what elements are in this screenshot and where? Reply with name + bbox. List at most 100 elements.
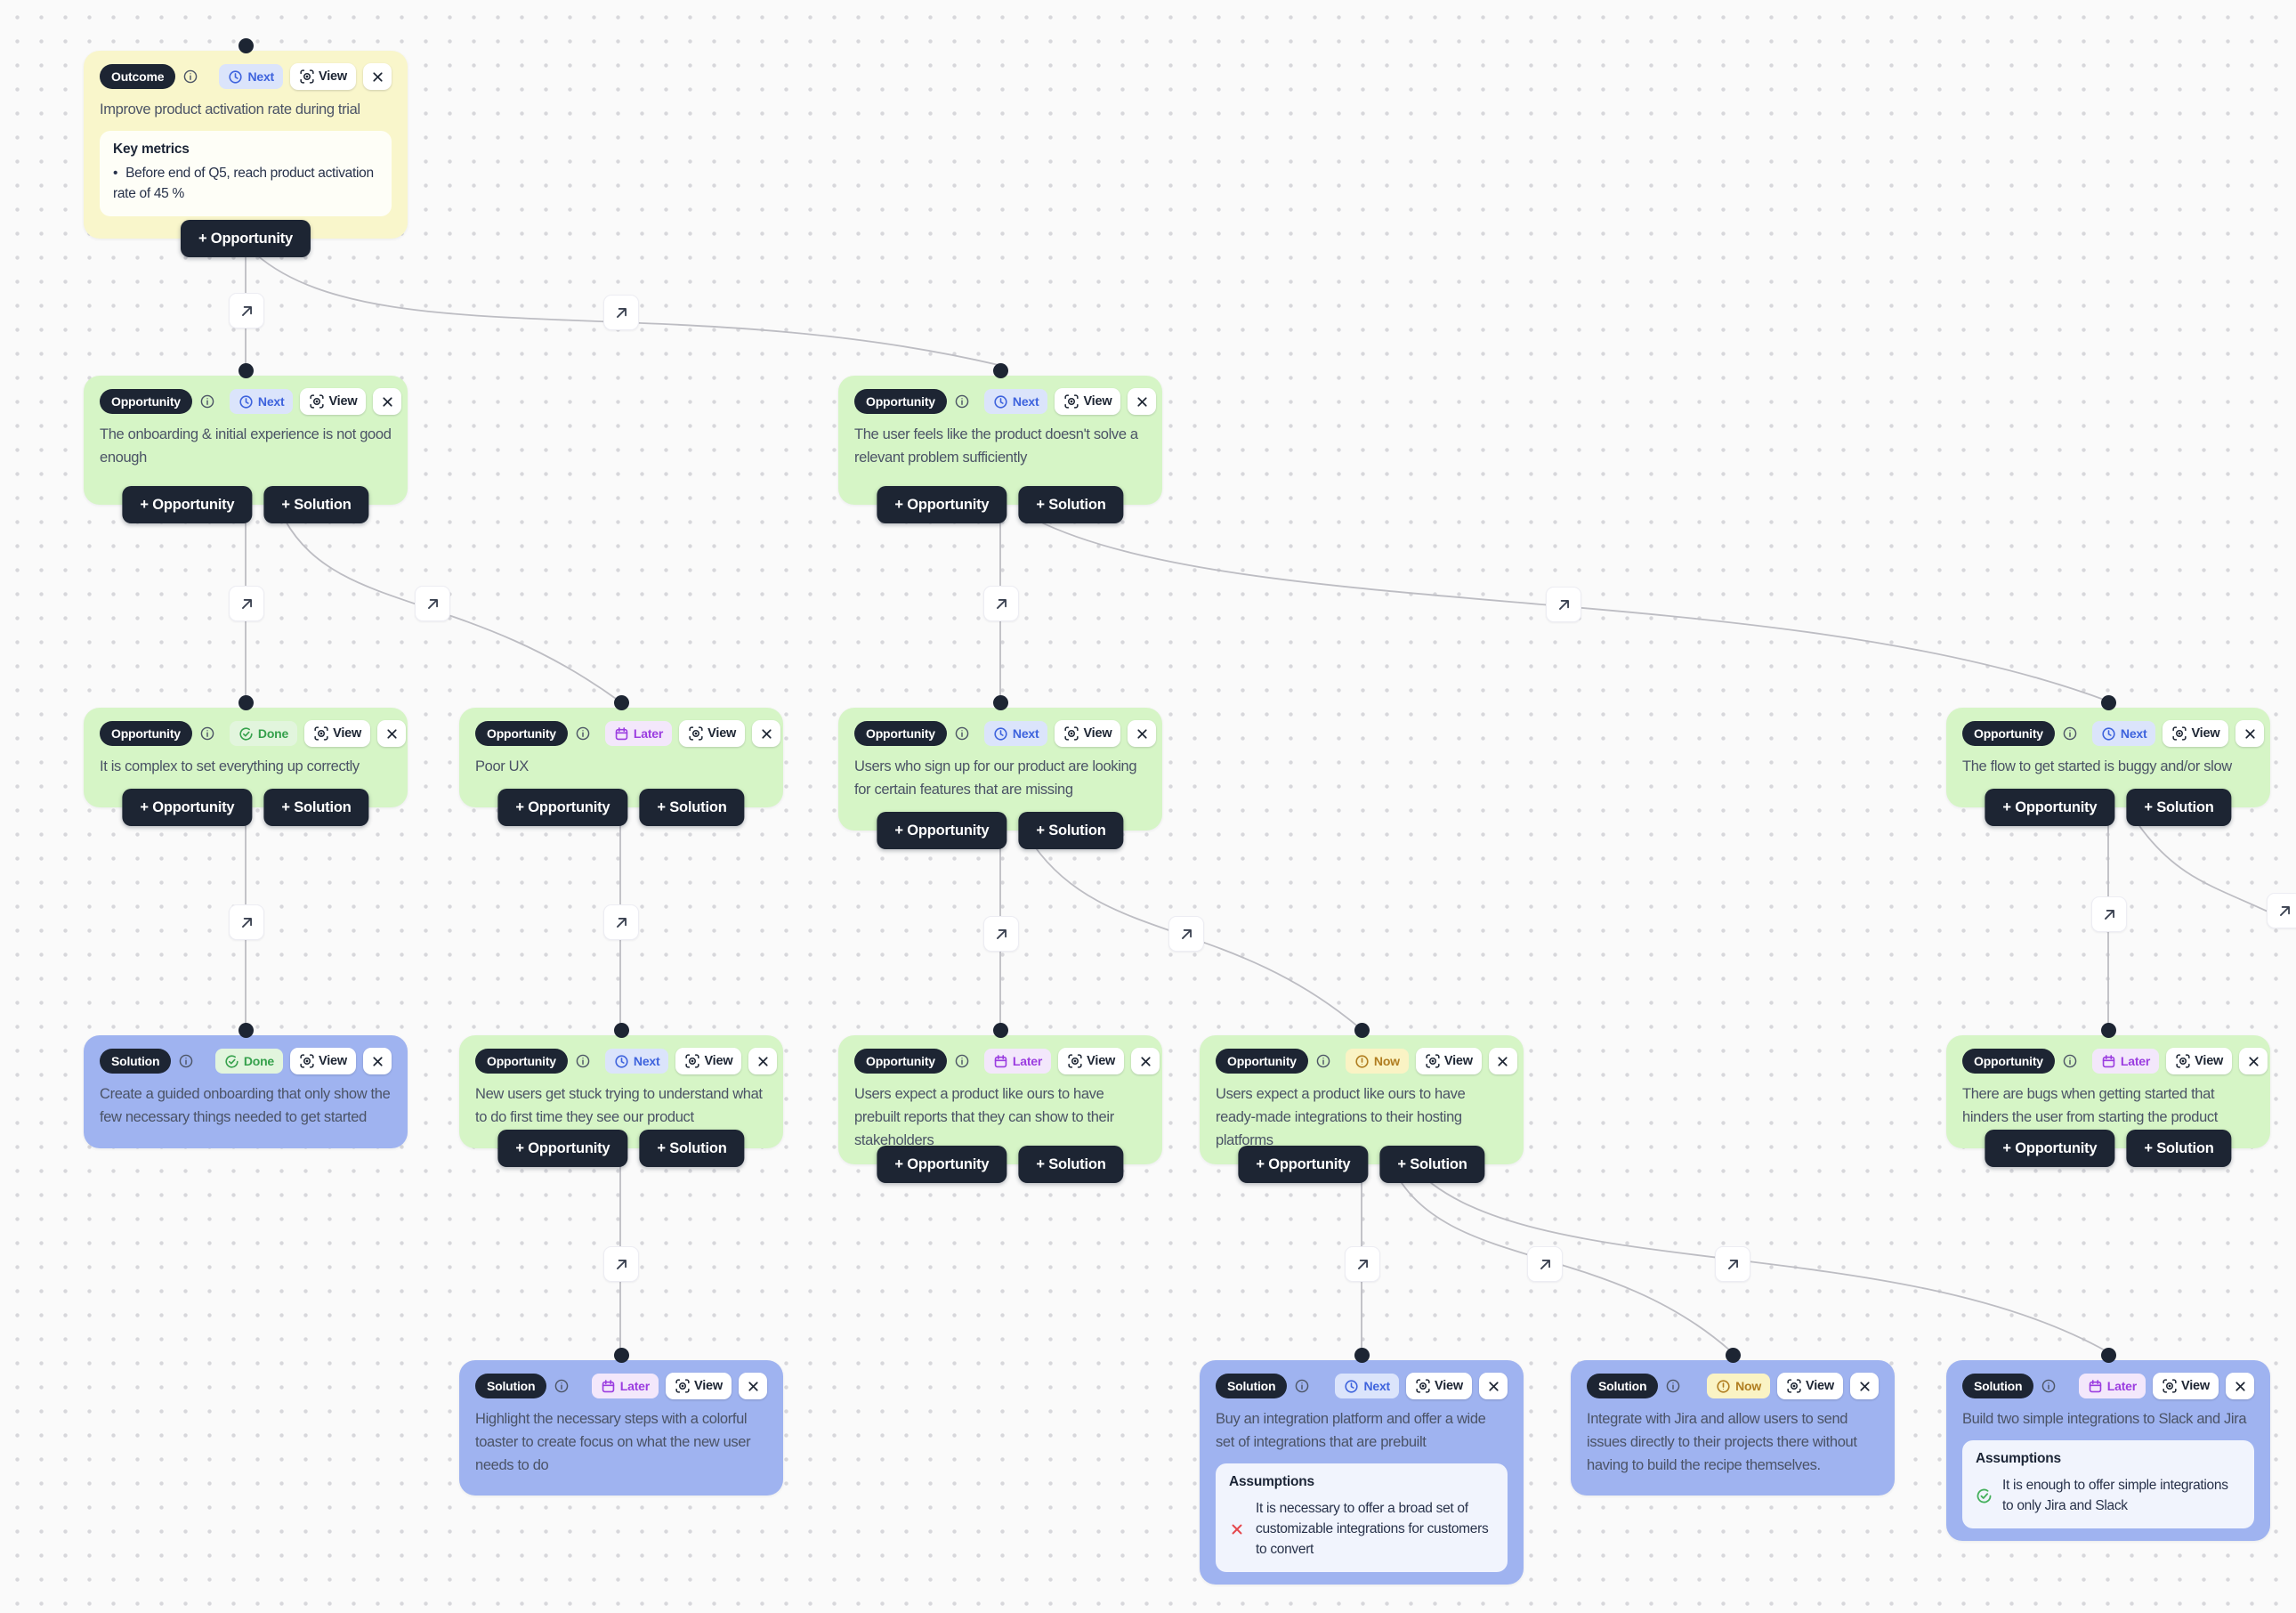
connector-arrow-button[interactable] — [1345, 1246, 1380, 1282]
add-solution-button[interactable]: + Solution — [2126, 789, 2232, 826]
add-solution-button[interactable]: + Solution — [2126, 1130, 2232, 1167]
status-badge-later[interactable]: Later — [2078, 1374, 2146, 1398]
status-badge-next[interactable]: Next — [983, 721, 1048, 746]
info-icon[interactable] — [554, 1378, 570, 1394]
info-icon[interactable] — [1315, 1053, 1331, 1069]
add-solution-button[interactable]: + Solution — [1018, 812, 1124, 849]
view-button[interactable]: View — [1055, 720, 1121, 747]
view-button[interactable]: View — [290, 63, 356, 90]
info-icon[interactable] — [178, 1053, 194, 1069]
connector-arrow-button[interactable] — [1715, 1246, 1750, 1282]
connector-arrow-button[interactable] — [2091, 896, 2127, 932]
status-badge-next[interactable]: Next — [2091, 721, 2156, 746]
add-opportunity-button[interactable]: + Opportunity — [122, 789, 253, 826]
add-opportunity-button[interactable]: + Opportunity — [1985, 1130, 2115, 1167]
info-icon[interactable] — [2062, 1053, 2078, 1069]
view-button[interactable]: View — [1777, 1373, 1843, 1399]
status-badge-later[interactable]: Later — [591, 1374, 659, 1398]
add-solution-button[interactable]: + Solution — [1379, 1146, 1485, 1183]
status-badge-later[interactable]: Later — [2091, 1049, 2160, 1074]
close-button[interactable] — [373, 388, 402, 415]
status-badge-next[interactable]: Next — [219, 64, 284, 89]
add-solution-button[interactable]: + Solution — [1018, 1146, 1124, 1183]
view-button[interactable]: View — [1058, 1048, 1125, 1074]
view-button[interactable]: View — [666, 1373, 732, 1399]
status-badge-done[interactable]: Done — [229, 721, 298, 746]
view-button[interactable]: View — [679, 720, 746, 747]
add-opportunity-button[interactable]: + Opportunity — [122, 486, 253, 523]
close-button[interactable] — [377, 720, 407, 747]
add-opportunity-button[interactable]: + Opportunity — [497, 789, 628, 826]
connector-arrow-button[interactable] — [603, 904, 639, 940]
add-solution-button[interactable]: + Solution — [1018, 486, 1124, 523]
info-icon[interactable] — [199, 725, 215, 742]
add-opportunity-button[interactable]: + Opportunity — [180, 220, 311, 257]
close-button[interactable] — [1131, 1048, 1160, 1074]
close-button[interactable] — [2235, 720, 2265, 747]
status-badge-now[interactable]: Now — [1707, 1374, 1771, 1398]
status-badge-later[interactable]: Later — [604, 721, 673, 746]
view-button[interactable]: View — [304, 720, 371, 747]
connector-arrow-button[interactable] — [983, 916, 1019, 952]
view-button[interactable]: View — [1055, 388, 1121, 415]
info-icon[interactable] — [954, 393, 970, 409]
close-button[interactable] — [739, 1373, 767, 1399]
info-icon[interactable] — [2062, 725, 2078, 742]
connector-arrow-button[interactable] — [603, 295, 639, 330]
status-badge-done[interactable]: Done — [214, 1049, 284, 1074]
add-opportunity-button[interactable]: + Opportunity — [1238, 1146, 1369, 1183]
info-icon[interactable] — [2041, 1378, 2057, 1394]
connector-arrow-button[interactable] — [229, 293, 264, 328]
connector-arrow-button[interactable] — [229, 586, 264, 621]
add-opportunity-button[interactable]: + Opportunity — [877, 812, 1007, 849]
view-button[interactable]: View — [290, 1048, 356, 1074]
connector-arrow-button[interactable] — [983, 586, 1019, 621]
status-badge-now[interactable]: Now — [1345, 1049, 1409, 1074]
add-solution-button[interactable]: + Solution — [639, 789, 745, 826]
info-icon[interactable] — [1294, 1378, 1310, 1394]
view-button[interactable]: View — [675, 1048, 742, 1074]
info-icon[interactable] — [199, 393, 215, 409]
add-solution-button[interactable]: + Solution — [263, 789, 369, 826]
connector-arrow-button[interactable] — [1527, 1246, 1563, 1282]
info-icon[interactable] — [954, 1053, 970, 1069]
add-opportunity-button[interactable]: + Opportunity — [497, 1130, 628, 1167]
add-solution-button[interactable]: + Solution — [263, 486, 369, 523]
close-button[interactable] — [1479, 1373, 1508, 1399]
connector-arrow-button[interactable] — [415, 586, 450, 621]
view-button[interactable]: View — [2166, 1048, 2233, 1074]
close-button[interactable] — [2226, 1373, 2254, 1399]
close-button[interactable] — [1488, 1048, 1517, 1074]
connector-arrow-button[interactable] — [1168, 916, 1204, 952]
view-button[interactable]: View — [2153, 1373, 2219, 1399]
connector-arrow-button[interactable] — [229, 904, 264, 940]
status-badge-later[interactable]: Later — [983, 1049, 1052, 1074]
view-button[interactable]: View — [1406, 1373, 1472, 1399]
add-solution-button[interactable]: + Solution — [639, 1130, 745, 1167]
status-badge-next[interactable]: Next — [604, 1049, 669, 1074]
close-button[interactable] — [1128, 388, 1157, 415]
view-button[interactable]: View — [1415, 1048, 1482, 1074]
status-badge-next[interactable]: Next — [1335, 1374, 1400, 1398]
info-icon[interactable] — [182, 69, 198, 85]
info-icon[interactable] — [575, 1053, 591, 1069]
info-icon[interactable] — [575, 725, 591, 742]
add-opportunity-button[interactable]: + Opportunity — [877, 486, 1007, 523]
view-button[interactable]: View — [2163, 720, 2229, 747]
info-icon[interactable] — [954, 725, 970, 742]
add-opportunity-button[interactable]: + Opportunity — [1985, 789, 2115, 826]
info-icon[interactable] — [1665, 1378, 1681, 1394]
